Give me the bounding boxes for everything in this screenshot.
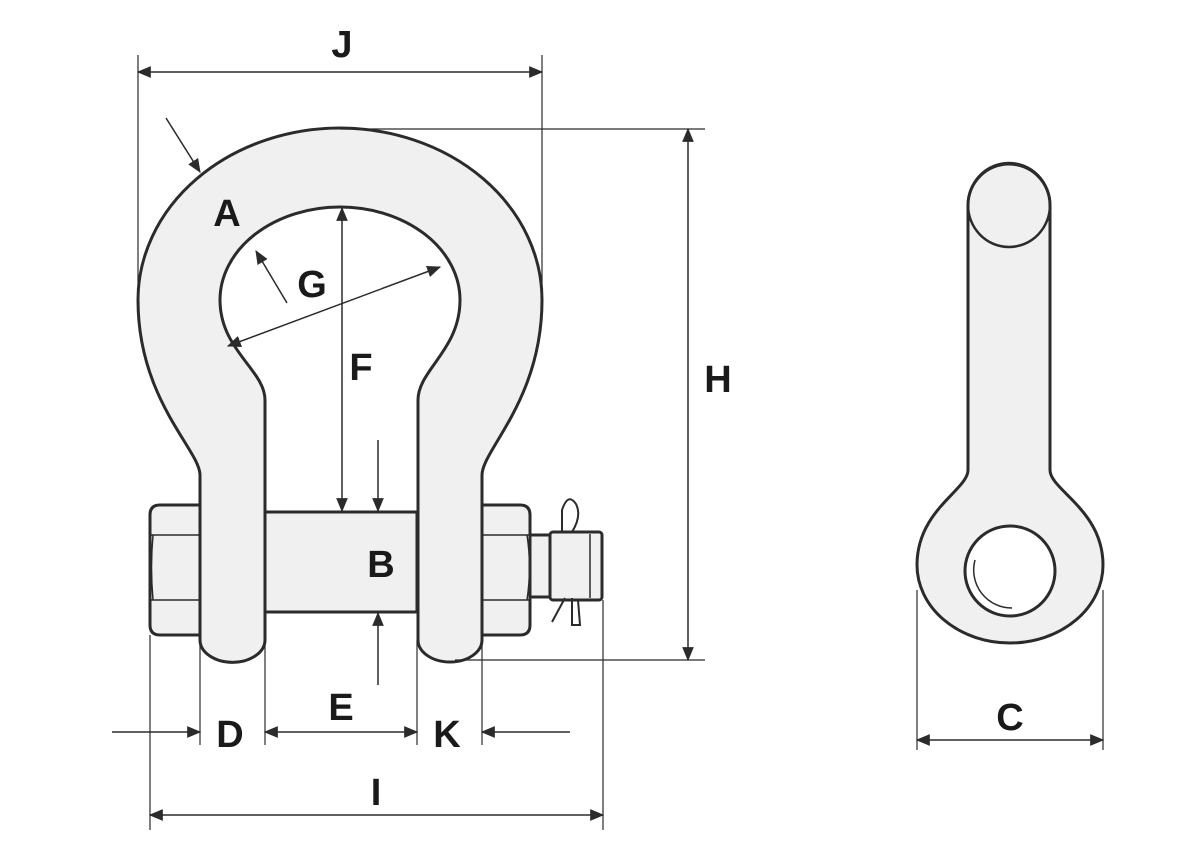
- label-a: A: [213, 193, 240, 235]
- dim-g-arrow: [255, 249, 288, 304]
- label-d: D: [216, 714, 243, 756]
- dimension-labels: J A G F H B D E K I C: [213, 24, 1023, 814]
- side-view-top-end: [966, 161, 1052, 249]
- label-h: H: [704, 359, 731, 401]
- cotter-pin: [551, 498, 582, 626]
- label-g: G: [297, 264, 327, 306]
- shackle-side-view: [915, 161, 1105, 645]
- label-e: E: [328, 687, 353, 729]
- side-view-eye-hole: [963, 524, 1057, 618]
- hex-nut: [480, 503, 532, 637]
- pin-hex-head: [148, 503, 202, 637]
- dim-g-line: [226, 266, 442, 347]
- label-b: B: [367, 544, 394, 586]
- pin-end: [528, 530, 604, 602]
- label-c: C: [996, 697, 1023, 739]
- label-i: I: [371, 772, 382, 814]
- label-k: K: [433, 714, 461, 756]
- label-j: J: [331, 24, 352, 66]
- shackle-front-view: [136, 126, 604, 664]
- dim-a-arrow: [165, 117, 201, 173]
- dimension-lines: [112, 55, 1105, 830]
- label-f: F: [349, 347, 372, 389]
- shackle-bow: [136, 126, 544, 664]
